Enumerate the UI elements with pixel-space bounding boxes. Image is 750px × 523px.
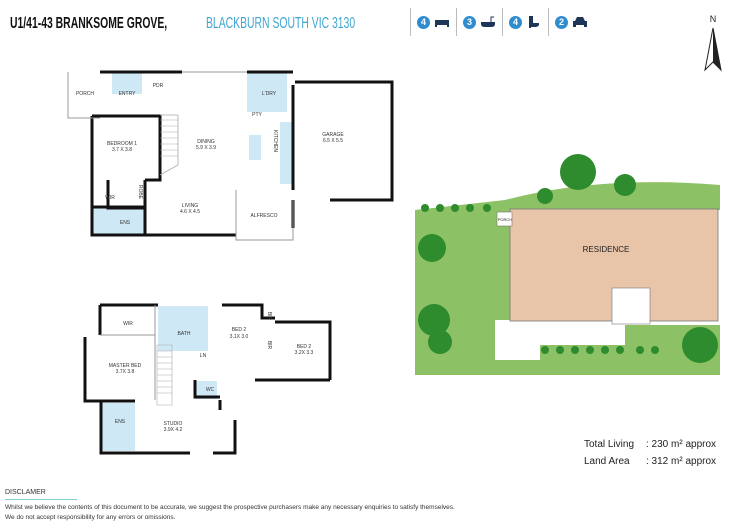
disclaimer-line: Whilst we believe the contents of this d… — [5, 504, 455, 511]
room-wir-upper: WIR — [123, 321, 133, 327]
disclaimer-line: We do not accept responsibility for any … — [5, 514, 176, 521]
room-bed2a-size: 3.1X 3.0 — [230, 334, 249, 340]
toilet-icon — [529, 16, 539, 28]
first-floor-plan — [83, 303, 332, 455]
room-bed2b: BED 2 — [297, 344, 312, 350]
room-bed2b-size: 3.2X 3.3 — [295, 350, 314, 356]
room-porch: PORCH — [76, 91, 94, 97]
property-title: U1/41-43 BRANKSOME GROVE, BLACKBURN SOUT… — [0, 13, 400, 35]
ground-floor-plan — [67, 70, 394, 241]
room-bath: BATH — [178, 331, 191, 337]
site-plan: RESIDENCE PORCH — [415, 154, 720, 375]
bath-icon — [481, 16, 495, 27]
room-linen: LN — [200, 353, 207, 359]
room-pantry: PTY — [252, 112, 262, 118]
room-laundry: L'DRY — [262, 91, 277, 97]
site-porch-label: PORCH — [498, 217, 513, 222]
bedroom-count: 4 — [417, 15, 430, 29]
room-entry: ENTRY — [119, 91, 137, 97]
bed-icon — [435, 20, 449, 27]
room-master-bed: MASTER BED — [109, 363, 142, 369]
area-summary: Total Living : 230 m² approx Land Area : 3… — [584, 436, 716, 470]
room-bedroom1: BEDROOM 1 — [107, 141, 137, 147]
room-living: LIVING — [182, 203, 199, 209]
address-suburb: BLACKBURN SOUTH VIC 3130 — [206, 15, 356, 32]
room-bir-1: BIR — [266, 312, 272, 321]
room-studio: STUDIO — [164, 421, 183, 427]
room-pdr: PDR — [153, 83, 164, 89]
feature-bedrooms: 4 — [410, 8, 456, 36]
feature-bathrooms: 3 — [456, 8, 502, 36]
address-street: U1/41-43 BRANKSOME GROVE, — [10, 15, 168, 32]
room-bed2a: BED 2 — [232, 327, 247, 333]
disclaimer: DISCLAMER Whilst we believe the contents… — [5, 489, 455, 521]
room-alfresco: ALFRESCO — [251, 213, 278, 219]
bathroom-count: 3 — [463, 15, 476, 29]
feature-toilets: 4 — [502, 8, 548, 36]
room-garage: GARAGE — [322, 132, 344, 138]
area-label: Land Area — [584, 456, 630, 467]
disclaimer-title: DISCLAMER — [5, 489, 77, 500]
room-living-size: 4.6 X 4.5 — [180, 209, 200, 215]
room-studio-size: 3.9X 4.2 — [164, 427, 183, 433]
north-label: N — [710, 14, 717, 24]
room-master-bed-size: 3.7X 3.8 — [116, 369, 135, 375]
room-wc: WC — [206, 387, 215, 393]
room-kitchen: KITCHEN — [272, 130, 278, 152]
feature-car-spaces: 2 — [548, 8, 594, 36]
residence-label: RESIDENCE — [583, 245, 630, 254]
area-label: Total Living — [584, 439, 635, 450]
room-bedroom1-size: 3.7 X 3.8 — [112, 147, 132, 153]
total-living-row: Total Living : 230 m² approx — [584, 436, 716, 453]
land-area-row: Land Area : 312 m² approx — [584, 453, 716, 470]
car-icon — [573, 17, 587, 27]
room-garage-size: 6.5 X 5.5 — [323, 138, 343, 144]
room-ens-upper: ENS — [115, 419, 126, 425]
car-count: 2 — [555, 15, 568, 29]
room-robe: ROBE — [137, 185, 143, 200]
toilet-count: 4 — [509, 15, 522, 29]
feature-summary: 4 3 4 2 — [410, 8, 594, 36]
area-value: : 312 m² approx — [646, 456, 717, 467]
room-dining: DINING — [197, 139, 215, 145]
tree-icons — [418, 154, 718, 363]
room-ens: ENS — [120, 220, 131, 226]
room-wir: WIR — [105, 195, 115, 201]
room-dining-size: 5.9 X 3.9 — [196, 145, 216, 151]
north-arrow-icon: N — [704, 14, 722, 72]
area-value: : 230 m² approx — [646, 439, 717, 450]
room-bir-2: BIR — [266, 341, 272, 350]
